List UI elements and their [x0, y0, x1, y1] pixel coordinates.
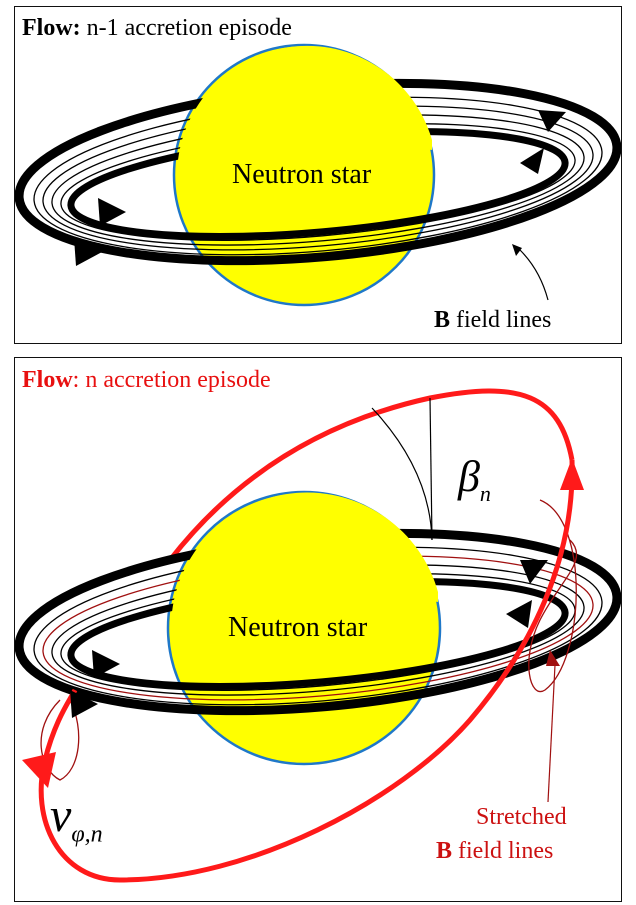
arrow-icon	[98, 198, 126, 226]
field-label-pointer	[520, 250, 548, 300]
star-label-top: Neutron star	[232, 161, 371, 189]
stretched-label-rest: field lines	[452, 838, 553, 864]
field-label-rest: field lines	[450, 307, 551, 333]
velocity-symbol: v	[50, 789, 71, 842]
arrow-icon	[520, 560, 548, 584]
angle-symbol: β	[458, 452, 480, 501]
pointer-arrowhead-icon	[512, 244, 522, 256]
stretched-label-line1: Stretched	[476, 805, 567, 829]
angle-label: βn	[458, 455, 491, 505]
top-title-rest: n-1 accretion episode	[81, 15, 292, 41]
velocity-subscript: φ,n	[71, 822, 102, 848]
stretched-label-bold: B	[436, 838, 452, 864]
bottom-title: Flow: n accretion episode	[22, 368, 271, 392]
top-title-bold: Flow:	[22, 15, 81, 41]
stretched-label-pointer	[548, 665, 555, 802]
field-label-bold: B	[434, 307, 450, 333]
stretched-label-line2: B field lines	[436, 839, 553, 863]
star-label-bottom: Neutron star	[228, 614, 367, 642]
flow-arrow-icon	[560, 458, 584, 490]
field-lines-label-top: B field lines	[434, 308, 551, 332]
bottom-title-rest: : n accretion episode	[73, 367, 271, 393]
velocity-label: vφ,n	[50, 792, 103, 847]
arrow-icon	[520, 148, 544, 174]
top-title: Flow: n-1 accretion episode	[22, 16, 292, 40]
angle-subscript: n	[480, 481, 491, 506]
bottom-title-bold: Flow	[22, 367, 73, 393]
arrow-icon	[506, 600, 532, 628]
